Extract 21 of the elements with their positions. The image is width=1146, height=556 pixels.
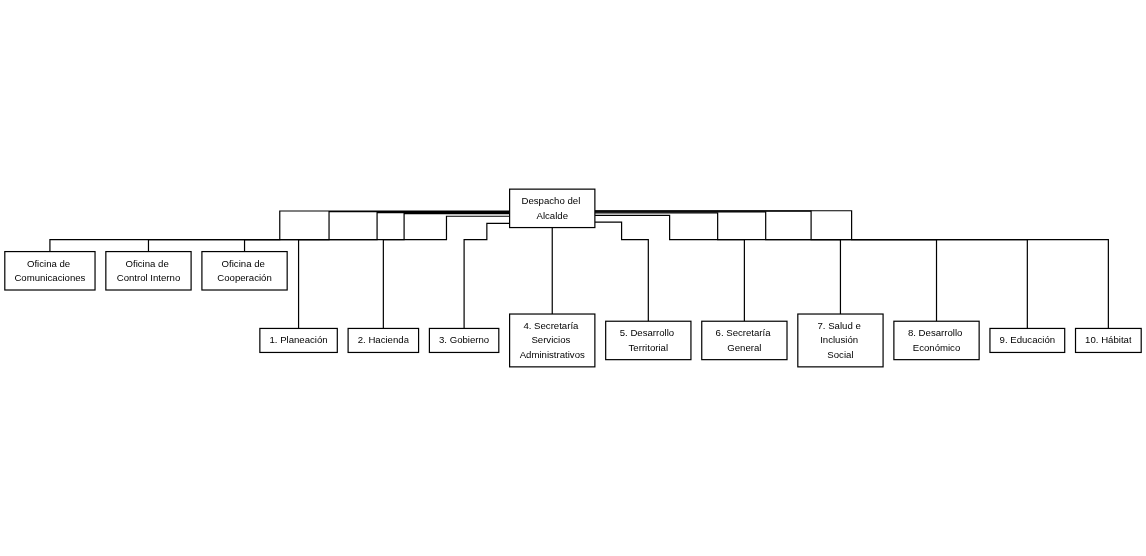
connector [594, 210, 1028, 330]
connector [594, 214, 745, 322]
node-box: 6. Secretaría General [701, 320, 788, 361]
connector [594, 212, 842, 315]
node-box: 10. Hábitat [1074, 327, 1142, 354]
connector [594, 210, 1109, 330]
node-box: 5. Desarrollo Territorial [605, 320, 692, 361]
node-box: 1. Planeación [259, 327, 338, 354]
node-box: 8. Desarrollo Económico [893, 320, 980, 361]
node-box: 2. Hacienda [347, 327, 420, 354]
node-box: 4. Secretaría Servicios Administrativos [509, 313, 596, 368]
connector [551, 226, 553, 315]
connector [594, 221, 649, 322]
node-box: 7. Salud e Inclusión Social [797, 313, 884, 368]
node-box: 3. Gobierno [428, 327, 500, 354]
node-box: 9. Educación [989, 327, 1066, 354]
node-box: Oficina de Comunicaciones [4, 251, 96, 291]
node-box: Oficina de Control Interno [105, 251, 192, 291]
node-box: Despacho del Alcalde [509, 188, 596, 229]
connector [594, 211, 938, 322]
node-box: Oficina de Cooperación [201, 251, 288, 291]
